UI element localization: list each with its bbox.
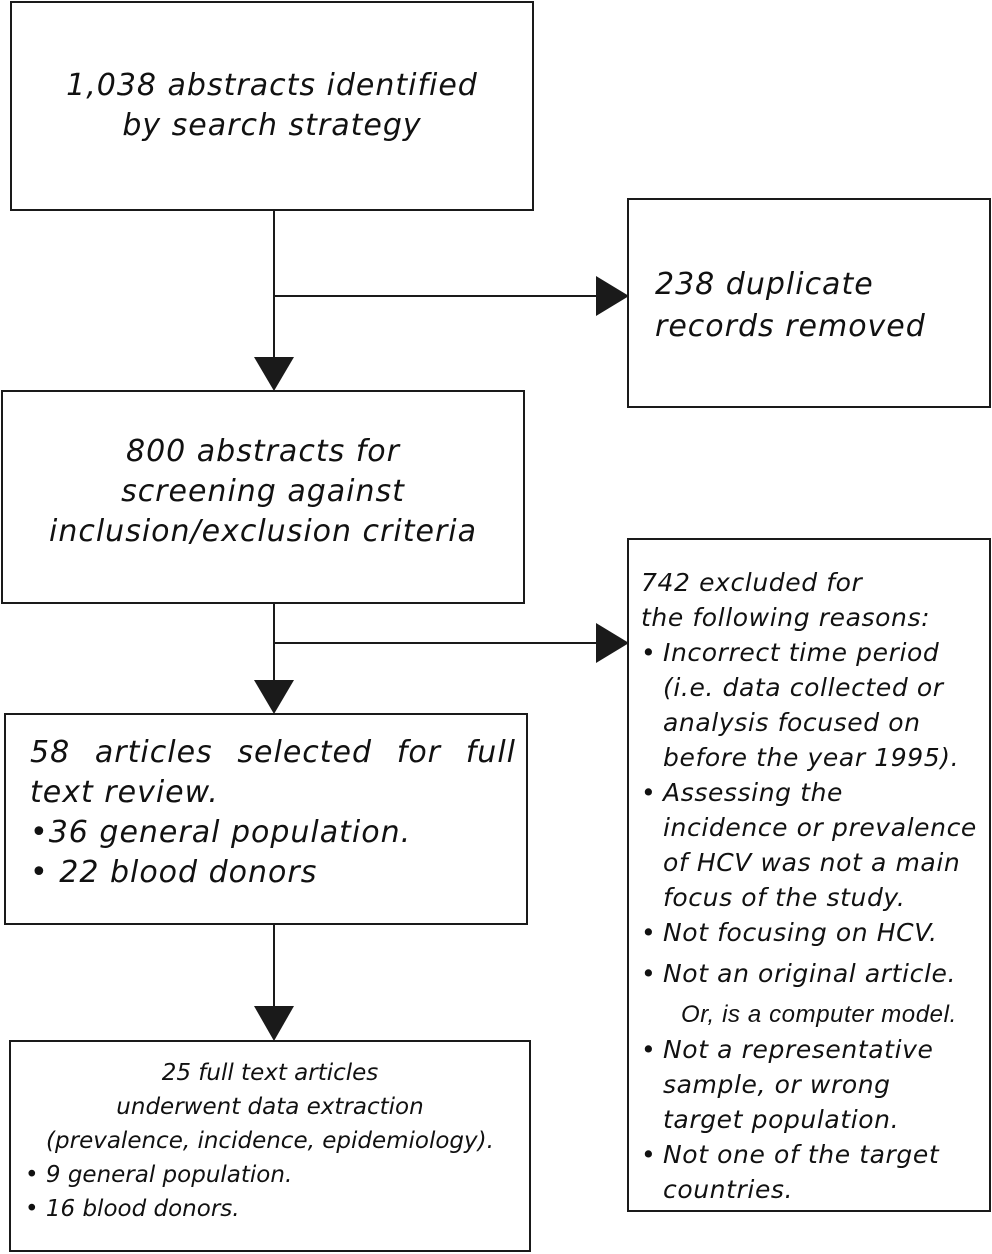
data-extraction-box: 25 full text articles underwent data ext… — [9, 1040, 531, 1252]
exclusion-note-computer-model: Or, is a computer model. — [681, 1001, 957, 1028]
reason-line: Not a representative — [663, 1035, 934, 1064]
exclusion-reason-not-target-country: • Not one of the target countries. — [641, 1137, 985, 1207]
exclusion-reason-not-original: • Not an original article. — [641, 956, 985, 991]
reason-line: Incorrect time period — [663, 638, 940, 667]
reason-line: countries. — [663, 1175, 794, 1204]
reason-line: Assessing the — [663, 778, 844, 807]
screening-line-2: screening against — [121, 474, 405, 509]
reason-line: focus of the study. — [663, 883, 906, 912]
arrowhead-right-1 — [596, 276, 629, 316]
excluded-heading-1: 742 excluded for — [641, 568, 863, 597]
bullet-point: • — [641, 1140, 657, 1169]
reason-line: incidence or prevalence — [663, 813, 977, 842]
extraction-bullet-1: • 9 general population. — [25, 1162, 293, 1188]
arrowhead-right-2 — [596, 623, 629, 663]
search-line-1: 1,038 abstracts identified — [66, 68, 478, 103]
fulltext-word: 58 — [30, 735, 71, 770]
fulltext-line-1: 58 articles selected for full — [30, 733, 516, 773]
screening-line-3: inclusion/exclusion criteria — [49, 514, 477, 549]
extraction-line-1: 25 full text articles — [161, 1060, 379, 1086]
fulltext-line-3: •36 general population. — [30, 815, 412, 850]
reason-line: target population. — [663, 1105, 900, 1134]
reason-line: Not focusing on HCV. — [663, 918, 938, 947]
bullet-point: • — [641, 778, 657, 807]
exclusion-reason-not-representative: • Not a representative sample, or wrong … — [641, 1032, 985, 1137]
fulltext-line-4: • 22 blood donors — [30, 855, 318, 890]
excluded-reasons-box: 742 excluded for the following reasons: … — [627, 538, 991, 1212]
exclusion-reason-not-hcv: • Not focusing on HCV. — [641, 915, 985, 950]
bullet-point: • — [641, 1035, 657, 1064]
search-line-2: by search strategy — [122, 108, 422, 143]
screening-box: 800 abstracts for screening against incl… — [1, 390, 525, 604]
bullet-point: • — [641, 959, 657, 988]
duplicates-removed-box: 238 duplicate records removed — [627, 198, 991, 408]
reason-line: of HCV was not a main — [663, 848, 961, 877]
reason-line: Not an original article. — [663, 959, 957, 988]
duplicates-line-1: 238 duplicate — [655, 267, 874, 302]
bullet-point: • — [641, 918, 657, 947]
fulltext-word: articles — [94, 735, 213, 770]
reason-line: before the year 1995). — [663, 743, 960, 772]
full-text-review-box: 58 articles selected for full text revie… — [4, 713, 528, 925]
fulltext-word: selected — [237, 735, 373, 770]
search-results-box: 1,038 abstracts identified by search str… — [10, 1, 534, 211]
duplicates-line-2: records removed — [655, 309, 926, 344]
extraction-line-3: (prevalence, incidence, epidemiology). — [46, 1128, 494, 1154]
fulltext-line-2: text review. — [30, 775, 219, 810]
excluded-heading-2: the following reasons: — [641, 603, 931, 632]
extraction-bullet-2: • 16 blood donors. — [25, 1196, 240, 1222]
bullet-point: • — [641, 638, 657, 667]
reason-line: (i.e. data collected or — [663, 673, 944, 702]
reason-line: sample, or wrong — [663, 1070, 891, 1099]
fulltext-word: for — [396, 735, 442, 770]
reason-line: analysis focused on — [663, 708, 921, 737]
exclusion-reason-not-main-focus: • Assessing the incidence or prevalence … — [641, 775, 985, 915]
fulltext-word: full — [465, 735, 516, 770]
reason-line: Not one of the target — [663, 1140, 940, 1169]
screening-line-1: 800 abstracts for — [125, 434, 400, 469]
arrowhead-down-2 — [254, 680, 294, 714]
exclusion-reason-time-period: • Incorrect time period (i.e. data colle… — [641, 635, 985, 775]
extraction-line-2: underwent data extraction — [116, 1094, 424, 1120]
arrowhead-down-1 — [254, 357, 294, 391]
arrowhead-down-3 — [254, 1006, 294, 1041]
